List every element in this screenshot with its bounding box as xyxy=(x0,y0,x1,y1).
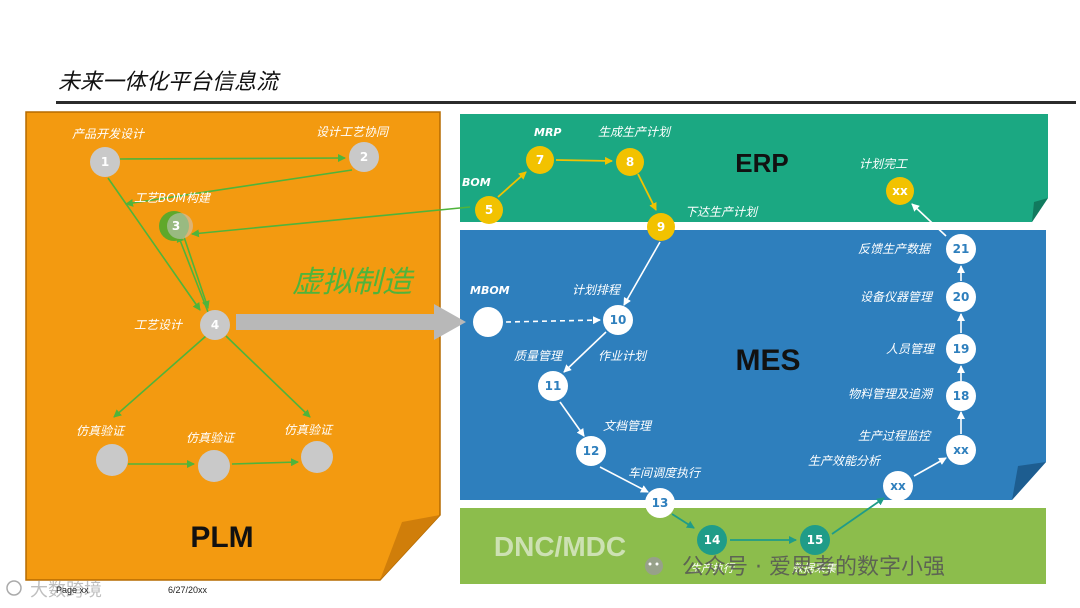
svg-text:14: 14 xyxy=(704,533,721,547)
label-mrp: MRP xyxy=(534,126,561,139)
label-documents: 文档管理 xyxy=(603,419,653,433)
dnc-connectors xyxy=(671,497,885,544)
svg-text:13: 13 xyxy=(652,496,669,510)
title-divider xyxy=(56,101,1076,104)
svg-text:8: 8 xyxy=(626,155,634,169)
dnc-node-15: 15 xyxy=(800,525,830,555)
label-work-plan: 作业计划 xyxy=(598,349,648,363)
slide-title: 未来一体化平台信息流 xyxy=(58,70,279,95)
label-sim-2: 仿真验证 xyxy=(186,431,236,445)
label-quality: 质量管理 xyxy=(514,349,564,363)
sim-node-2 xyxy=(198,450,230,482)
mes-node-20: 20 xyxy=(946,282,976,312)
erp-node-done: xx xyxy=(886,177,914,205)
svg-text:xx: xx xyxy=(890,479,906,493)
plm-zone xyxy=(25,111,441,581)
dnc-zone xyxy=(460,508,1046,584)
svg-text:10: 10 xyxy=(610,313,627,327)
label-mbom: MBOM xyxy=(470,284,510,297)
svg-text:公众号 · 爱思考的数字小强: 公众号 · 爱思考的数字小强 xyxy=(682,555,945,580)
mes-node-10: 10 xyxy=(603,305,633,335)
erp-node-5: 5 xyxy=(475,196,503,224)
svg-text:15: 15 xyxy=(807,533,824,547)
plm-zone-label: PLM xyxy=(190,521,253,554)
mbom-node xyxy=(473,307,503,337)
brand-icon xyxy=(6,580,22,596)
svg-text:4: 4 xyxy=(211,318,219,332)
label-data-collection: 数据采集 xyxy=(792,562,837,575)
label-dispatch: 车间调度执行 xyxy=(628,466,702,480)
svg-text:大数跨境: 大数跨境 xyxy=(30,580,102,601)
svg-text:2: 2 xyxy=(360,150,368,164)
erp-node-8: 8 xyxy=(616,148,644,176)
mes-zone-label: MES xyxy=(735,344,800,377)
label-scheduling: 计划排程 xyxy=(572,283,622,297)
svg-text:xx: xx xyxy=(892,184,908,198)
svg-text:21: 21 xyxy=(953,242,970,256)
mes-node-13: 13 xyxy=(645,488,675,518)
label-equipment: 设备仪器管理 xyxy=(860,290,934,304)
plm-folded-corner xyxy=(380,515,440,580)
mes-folded-corner xyxy=(1012,462,1046,500)
mes-node-12: 12 xyxy=(576,436,606,466)
mes-node-18: 18 xyxy=(946,381,976,411)
label-production-execution: 生产执行 xyxy=(690,562,736,575)
svg-text:19: 19 xyxy=(953,342,970,356)
label-release-plan: 下达生产计划 xyxy=(685,205,759,219)
dnc-zone-label: DNC/MDC xyxy=(494,531,626,562)
svg-text:xx: xx xyxy=(953,443,969,457)
plm-connectors xyxy=(107,154,471,468)
svg-text:5: 5 xyxy=(485,203,493,217)
label-process-bom: 工艺BOM构建 xyxy=(134,191,212,205)
label-sim-1: 仿真验证 xyxy=(76,424,126,438)
sim-node-1 xyxy=(96,444,128,476)
plm-node-2: 2 xyxy=(349,142,379,172)
label-efficiency: 生产效能分析 xyxy=(808,454,882,468)
wechat-icon xyxy=(645,557,663,575)
mes-connectors xyxy=(505,203,965,493)
erp-folded-corner xyxy=(1032,198,1048,222)
mes-node-efficiency: xx xyxy=(883,471,913,501)
mes-node-21: 21 xyxy=(946,234,976,264)
virtual-manufacturing-label: 虚拟制造 xyxy=(292,265,415,300)
wechat-watermark: 公众号 · 爱思考的数字小强 xyxy=(645,555,945,580)
label-sim-3: 仿真验证 xyxy=(284,423,334,437)
plm-node-3: 3 xyxy=(159,211,193,241)
erp-connectors xyxy=(497,156,657,211)
label-process-design: 工艺设计 xyxy=(134,318,184,332)
svg-text:18: 18 xyxy=(953,389,970,403)
mes-zone xyxy=(460,230,1046,500)
svg-text:11: 11 xyxy=(545,379,562,393)
virtual-manufacturing-arrow xyxy=(236,304,466,340)
label-bom: BOM xyxy=(462,176,491,189)
sim-node-3 xyxy=(301,441,333,473)
corner-watermark: 大数跨境 xyxy=(6,580,102,601)
label-product-design: 产品开发设计 xyxy=(72,127,146,141)
slide-date: 6/27/20xx xyxy=(168,585,208,595)
label-material: 物料管理及追溯 xyxy=(848,387,934,401)
label-generate-plan: 生成生产计划 xyxy=(598,125,672,139)
label-design-process-collab: 设计工艺协同 xyxy=(316,125,390,139)
svg-text:1: 1 xyxy=(101,155,109,169)
mes-node-11: 11 xyxy=(538,371,568,401)
erp-zone-label: ERP xyxy=(735,148,788,178)
label-monitoring: 生产过程监控 xyxy=(858,429,932,443)
dnc-node-14: 14 xyxy=(697,525,727,555)
label-plan-complete: 计划完工 xyxy=(859,157,908,171)
erp-node-7: 7 xyxy=(526,146,554,174)
plm-node-4: 4 xyxy=(200,310,230,340)
label-feedback: 反馈生产数据 xyxy=(858,242,932,256)
page-number: Page xx xyxy=(56,585,89,595)
label-personnel: 人员管理 xyxy=(886,342,936,356)
erp-node-9: 9 xyxy=(647,213,675,241)
svg-text:3: 3 xyxy=(172,219,180,233)
plm-node-1: 1 xyxy=(90,147,120,177)
svg-text:9: 9 xyxy=(657,220,665,234)
svg-text:12: 12 xyxy=(583,444,600,458)
mes-node-19: 19 xyxy=(946,334,976,364)
svg-text:7: 7 xyxy=(536,153,544,167)
mes-node-monitoring: xx xyxy=(946,435,976,465)
svg-text:20: 20 xyxy=(953,290,970,304)
